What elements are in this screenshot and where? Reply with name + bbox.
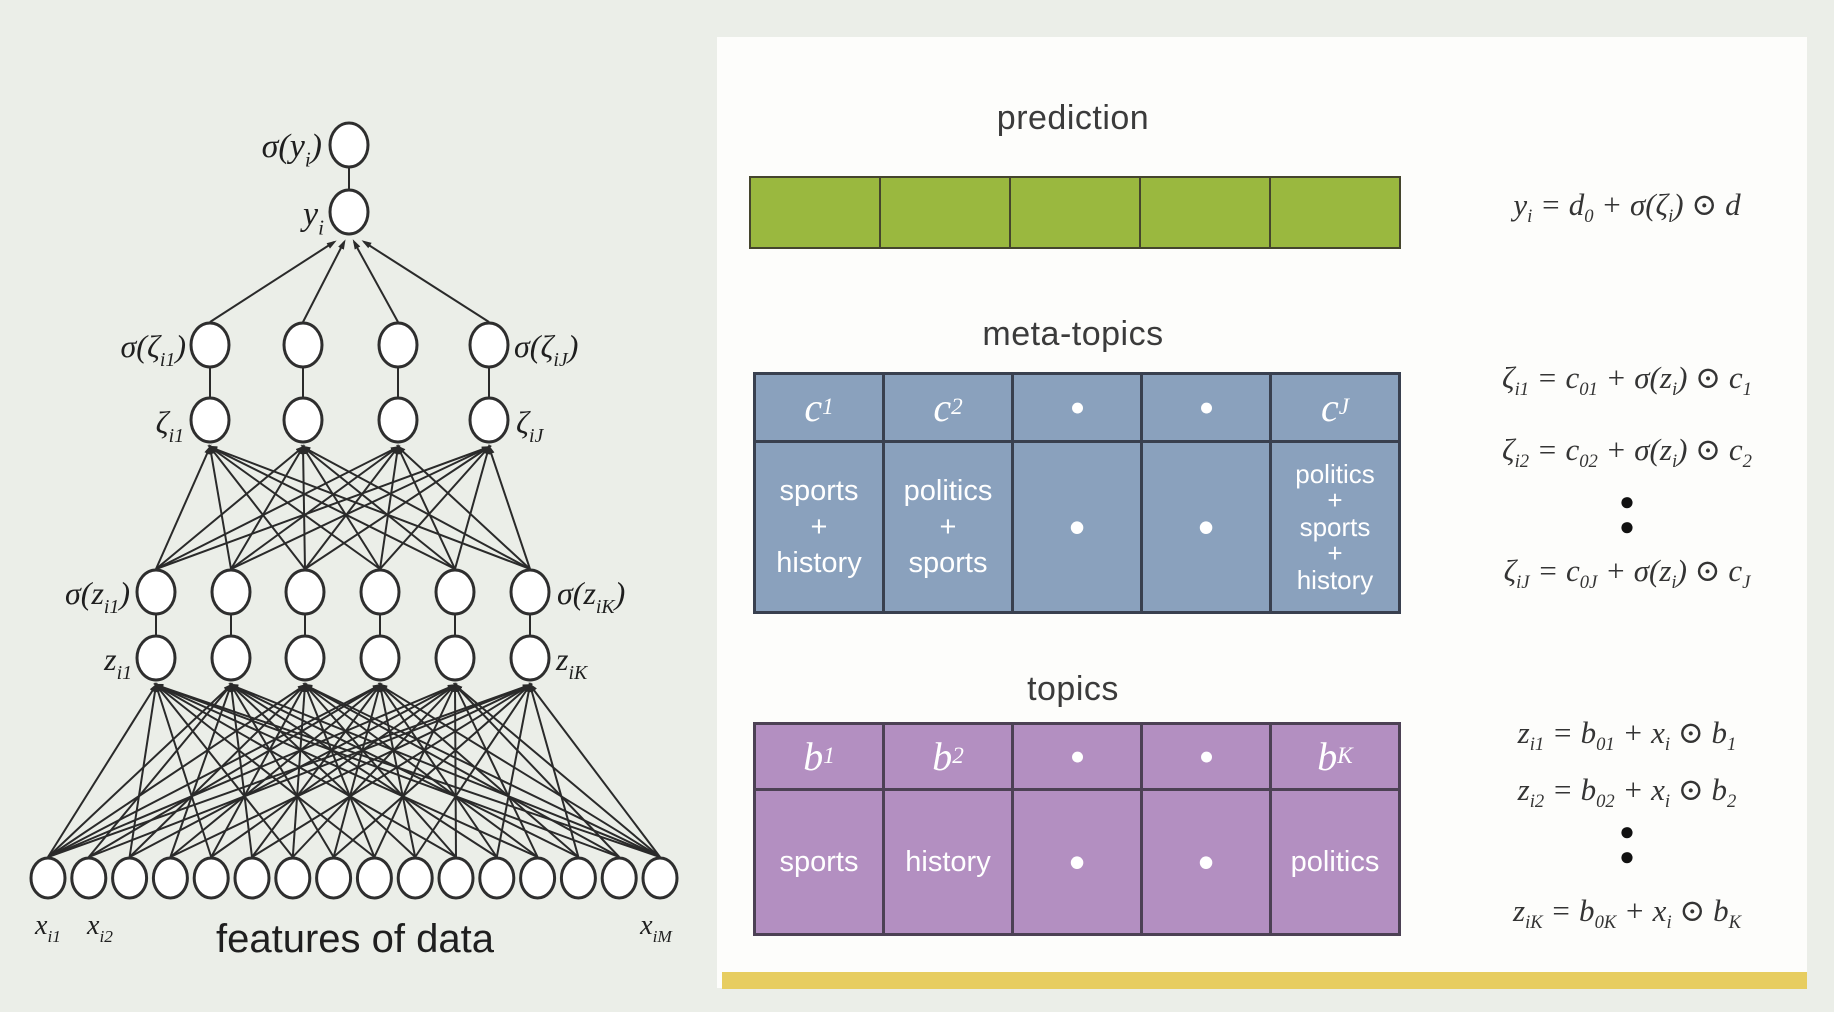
diagram-label: xiM​ [639,910,673,946]
diagram-label: xi2​ [86,910,113,946]
right-panel: prediction yi = d0 + σ(ζi) ⊙ d meta-topi… [717,37,1807,989]
prediction-vector [749,176,1401,249]
vertical-ellipsis: ● ● [1619,816,1635,871]
topics-equation-2: zi2 = b02 + xi ⊙ b2 [1517,772,1737,813]
table-cell: • [1014,443,1140,611]
neural-network-diagram: σ(yi​) yi​ σ(ζi1​) σ(ζiJ​) ζi1​ ζiJ​ σ(zi1​) σ(… [29,121,679,961]
meta-topics-equation-1: ζi1 = c01 + σ(zi) ⊙ c1 [1502,360,1752,401]
prediction-cell [1011,178,1139,247]
table-cell: politics+sports [885,443,1011,611]
diagram-label: xi1​ [34,910,61,946]
prediction-cell [1271,178,1399,247]
prediction-cell [1141,178,1269,247]
table-cell: • [1014,791,1140,933]
table-cell: politics [1272,791,1398,933]
diagram-label: σ(zi1​) [65,575,130,618]
table-header-cell: • [1143,375,1269,440]
topics-equation-3: ziK = b0K + xi ⊙ bK [1512,893,1742,934]
prediction-equation: yi = d0 + σ(ζi) ⊙ d [1513,187,1741,228]
diagram-label: σ(ζi1​) [121,328,186,371]
diagram-label: ζi1​ [156,404,184,447]
diagram-label: σ(yi​) [262,128,322,172]
meta-topics-equation-3: ζiJ = c0J + σ(zi) ⊙ cJ [1503,553,1751,594]
topics-equation-1: zi1 = b01 + xi ⊙ b1 [1517,715,1737,756]
prediction-cell [751,178,879,247]
diagram-label: features of data [216,917,495,961]
diagram-label: σ(ziK​) [557,575,625,618]
table-header-cell: • [1014,375,1140,440]
prediction-title: prediction [996,99,1150,137]
gold-accent-bar [722,972,1807,989]
table-cell: • [1143,791,1269,933]
meta-topics-title: meta-topics [982,315,1164,353]
table-cell: history [885,791,1011,933]
diagram-label: ζiJ​ [516,404,544,447]
diagram-label: ziK​ [555,641,589,684]
diagram-label: zi1​ [103,641,132,684]
table-cell: sports+history [756,443,882,611]
topics-title: topics [1027,670,1119,708]
diagram-label: σ(ζiJ​) [514,328,578,371]
table-header-cell: • [1014,725,1140,788]
table-cell: • [1143,443,1269,611]
vertical-ellipsis: ● ● [1619,486,1635,541]
meta-topics-equation-2: ζi2 = c02 + σ(zi) ⊙ c2 [1502,432,1752,473]
table-header-cell: • [1143,725,1269,788]
table-cell: sports [756,791,882,933]
diagram-label: yi​ [300,196,324,240]
table-cell: politics+sports+history [1272,443,1398,611]
prediction-cell [881,178,1009,247]
